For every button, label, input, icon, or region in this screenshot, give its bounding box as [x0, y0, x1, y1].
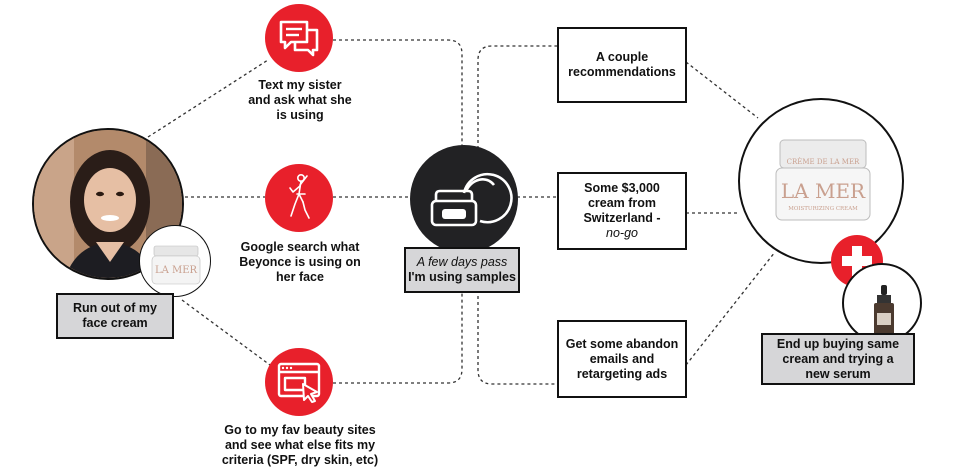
end-label-box: End up buying same cream and trying a ne… — [761, 333, 915, 385]
start-label-box: Run out of my face cream — [56, 293, 174, 339]
start-product-jar: LA MER — [139, 225, 211, 297]
end-product-brand: LA MER — [781, 179, 866, 203]
browser-cursor-icon — [265, 348, 333, 416]
start-label-line2: face cream — [82, 316, 148, 330]
path-text-sister: Text my sister and ask what she is using — [248, 78, 352, 122]
outcome-box-abandon-emails: Get some abandon emails and retargeting … — [557, 320, 687, 398]
cream-jar-icon — [410, 145, 518, 253]
outcome-box-expensive-cream: Some $3,000 cream from Switzerland - no-… — [557, 172, 687, 250]
start-label-line1: Run out of my — [72, 301, 157, 315]
middle-label-box: A few days pass I'm using samples — [404, 247, 520, 293]
middle-label-line2: I'm using samples — [408, 270, 516, 284]
dancing-figure-icon — [265, 164, 333, 232]
middle-label-line1: A few days pass — [416, 255, 508, 269]
end-product-top: CRÈME DE LA MER — [787, 157, 860, 166]
end-product-jar: CRÈME DE LA MER LA MER MOISTURIZING CREA… — [738, 98, 904, 264]
path-text-sites: Go to my fav beauty sites and see what e… — [221, 423, 379, 467]
outcome-box-recommendations: A couple recommendations — [557, 27, 687, 103]
path-text-google: Google search what Beyonce is using on h… — [239, 240, 361, 284]
end-product-sub: MOISTURIZING CREAM — [788, 206, 858, 212]
start-product-brand: LA MER — [155, 265, 198, 276]
chat-bubbles-icon — [265, 4, 333, 72]
serum-bottle-icon — [842, 263, 922, 343]
